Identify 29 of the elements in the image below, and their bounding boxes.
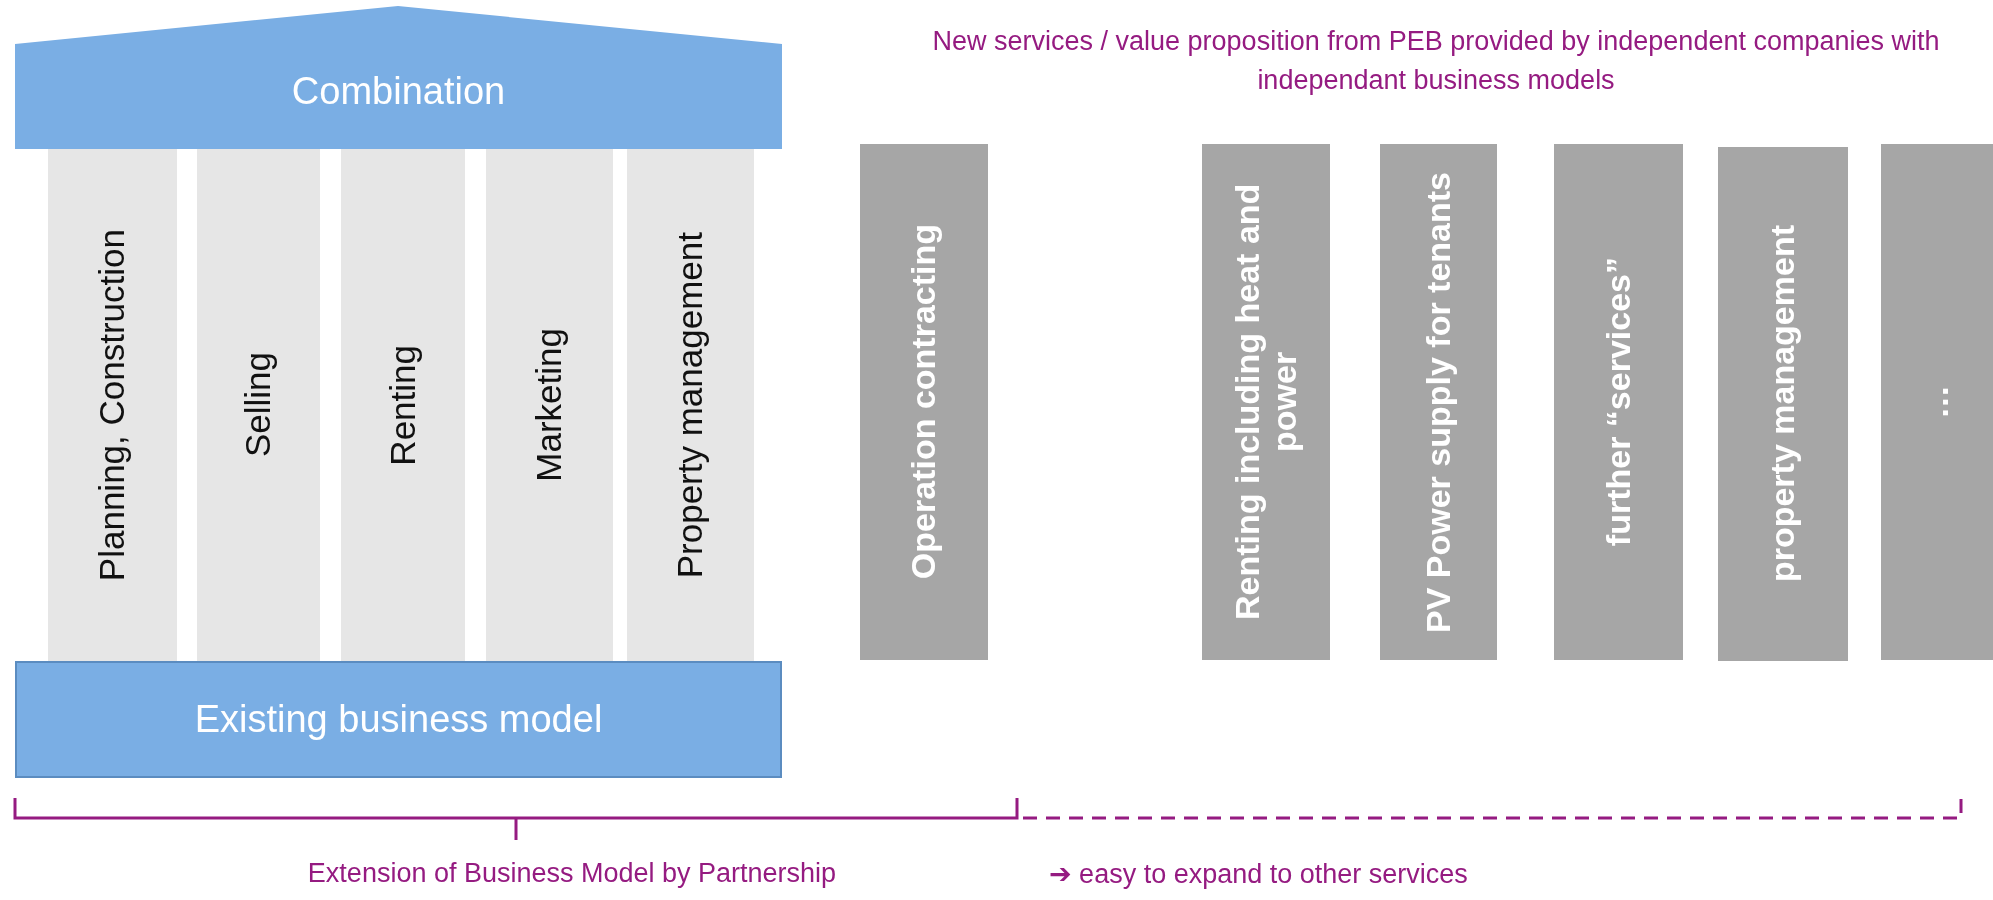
service-label: Operation contracting <box>905 224 943 580</box>
pillar-label: Planning, Construction <box>93 228 132 582</box>
pillar-label: Marketing <box>530 328 569 482</box>
base-title: Existing business model <box>194 698 603 741</box>
service-pillar <box>1718 147 1848 661</box>
service-pillar <box>860 144 988 660</box>
pillar-label: Property management <box>671 231 710 579</box>
pillar <box>197 149 320 661</box>
roof-title: Combination <box>291 70 506 113</box>
pillar <box>486 149 613 661</box>
service-pillar <box>1380 144 1497 660</box>
roof-shape <box>15 6 782 149</box>
service-label: Renting including heat and power <box>1228 182 1304 623</box>
header-note: New services / value proposition from PEB provided by independent companies with independant business models <box>931 25 1941 98</box>
service-label: further “services” <box>1599 257 1638 547</box>
extension-note: Extension of Business Model by Partnership <box>307 858 837 889</box>
expansion-note: ➔ easy to expand to other services <box>1049 858 1468 890</box>
base-block <box>15 661 782 778</box>
service-pillar <box>1202 144 1330 660</box>
service-label: … <box>1918 385 1956 419</box>
service-pillar <box>1554 144 1683 660</box>
pillar <box>341 149 465 661</box>
service-pillar <box>1881 144 1993 660</box>
pillar-label: Selling <box>239 352 278 458</box>
pillar <box>627 149 754 661</box>
service-label: PV Power supply for tenants <box>1419 171 1458 633</box>
pillar <box>48 149 177 661</box>
pillar-label: Renting <box>383 344 423 466</box>
service-label: property management <box>1764 225 1802 583</box>
